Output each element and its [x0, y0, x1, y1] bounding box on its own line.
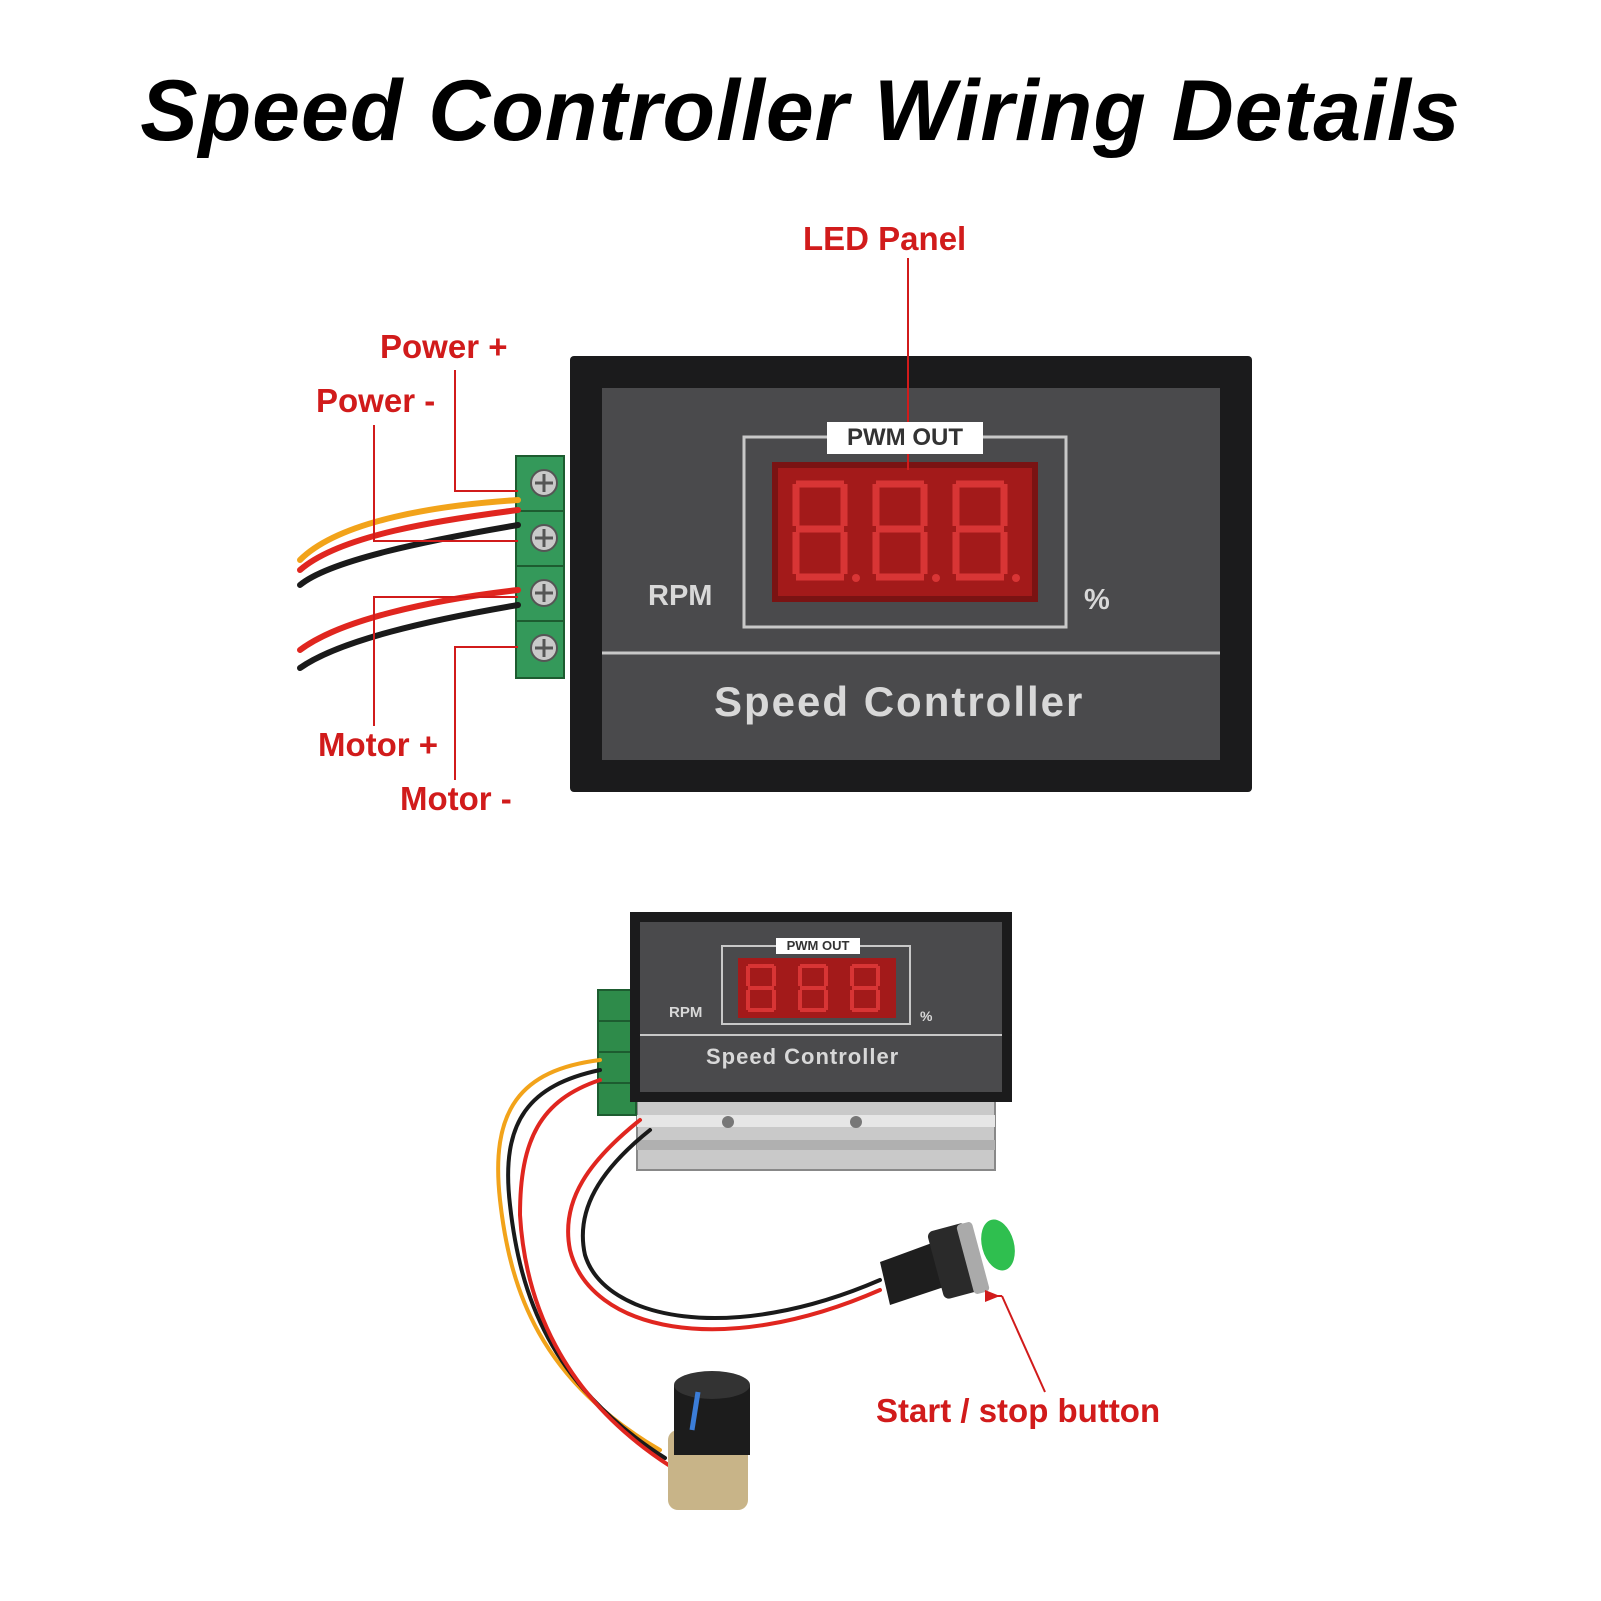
callout-motor-minus: Motor -	[400, 780, 512, 817]
pwm-out-label: PWM OUT	[827, 422, 983, 454]
screw-icon	[530, 524, 558, 552]
rpm-label: RPM	[648, 580, 713, 612]
device-name-small: Speed Controller	[706, 1044, 900, 1069]
callout-power-plus: Power +	[380, 328, 508, 365]
callout-lines	[373, 258, 909, 780]
start-stop-button-icon	[880, 1219, 1015, 1305]
rpm-label-small: RPM	[669, 1004, 703, 1021]
callout-led-panel: LED Panel	[803, 220, 967, 257]
bottom-speed-controller	[496, 912, 1015, 1510]
screw-icon	[530, 469, 558, 497]
terminal-block	[515, 455, 565, 679]
led-digits	[792, 480, 1020, 582]
screw-icon	[530, 579, 558, 607]
callout-motor-plus: Motor +	[318, 726, 439, 763]
potentiometer-knob-icon	[668, 1371, 750, 1510]
device-name: Speed Controller	[714, 678, 1085, 725]
screw-icon	[530, 634, 558, 662]
callout-power-minus: Power -	[316, 382, 436, 419]
percent-label: %	[1084, 584, 1110, 616]
top-speed-controller	[297, 356, 1252, 792]
wires	[297, 497, 521, 671]
callout-start-stop: Start / stop button	[876, 1392, 1161, 1429]
page-title: Speed Controller Wiring Details	[140, 63, 1461, 159]
percent-label-small: %	[920, 1008, 933, 1024]
pwm-out-label-small: PWM OUT	[776, 938, 860, 954]
